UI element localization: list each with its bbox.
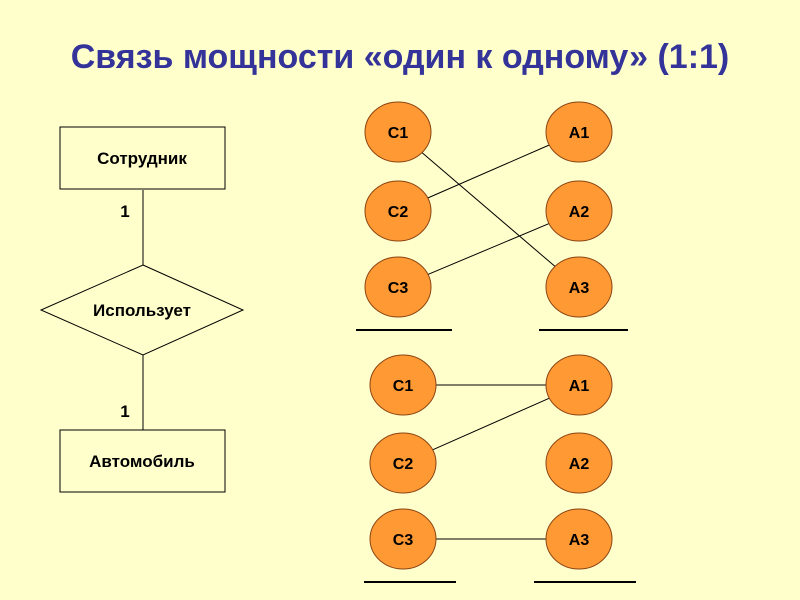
top-link-c3-a2 <box>427 223 550 275</box>
entity-employee <box>59 126 226 190</box>
mapping-bottom-links <box>432 384 550 540</box>
bottom-node-c2 <box>369 432 437 494</box>
top-link-c2-a1 <box>427 144 550 199</box>
top-link-c1-a3 <box>421 152 556 267</box>
top-node-a2 <box>545 180 613 242</box>
bottom-node-c1-label: C1 <box>393 378 414 395</box>
entity-car <box>59 429 226 493</box>
bottom-node-a1-label: A1 <box>569 378 590 395</box>
bottom-node-a1 <box>545 354 613 416</box>
relationship-uses-label: Использует <box>93 301 191 320</box>
bottom-node-c3-label: C3 <box>393 532 414 549</box>
top-node-a3 <box>545 256 613 318</box>
er-diagram: Сотрудник 1 Использует 1 Автомобиль <box>39 126 245 493</box>
entity-car-label: Автомобиль <box>89 452 195 471</box>
top-node-c2 <box>364 180 432 242</box>
top-node-a2-label: A2 <box>569 204 590 221</box>
bottom-link-c2-a1 <box>432 397 550 451</box>
top-node-c1-label: C1 <box>388 125 409 142</box>
top-node-c1 <box>364 101 432 163</box>
cardinality-bottom: 1 <box>120 402 129 421</box>
slide-title: Связь мощности «один к одному» (1:1) <box>70 38 730 76</box>
cardinality-top: 1 <box>120 202 129 221</box>
top-node-a1-label: A1 <box>569 125 590 142</box>
top-node-a3-label: A3 <box>569 280 590 297</box>
bottom-node-a3-label: A3 <box>569 532 590 549</box>
bottom-node-a2-label: A2 <box>569 456 590 473</box>
top-node-c3-label: C3 <box>388 280 409 297</box>
top-node-c2-label: C2 <box>388 204 409 221</box>
top-node-a1 <box>545 101 613 163</box>
entity-employee-label: Сотрудник <box>97 149 187 168</box>
bottom-node-a3 <box>545 508 613 570</box>
bottom-node-c3 <box>369 508 437 570</box>
bottom-node-c2-label: C2 <box>393 456 414 473</box>
top-node-c3 <box>364 256 432 318</box>
mapping-top-links <box>421 144 556 275</box>
relationship-uses <box>39 264 245 356</box>
bottom-node-c1 <box>369 354 437 416</box>
bottom-node-a2 <box>545 432 613 494</box>
